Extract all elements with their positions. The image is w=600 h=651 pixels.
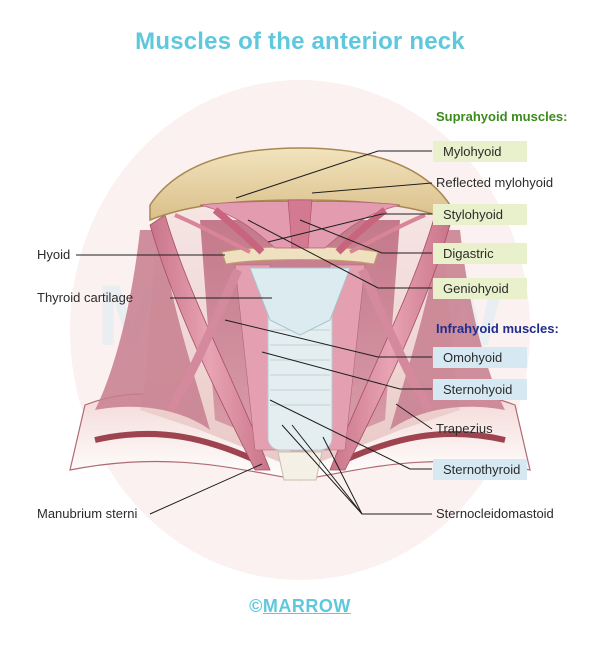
marrow-logo: ©MARROW xyxy=(0,596,600,617)
left-clavicle xyxy=(94,430,257,463)
label-digastric: Digastric xyxy=(433,243,527,264)
label-omohyoid: Omohyoid xyxy=(433,347,527,368)
label-hyoid: Hyoid xyxy=(37,247,71,262)
geniohyoid-muscle xyxy=(287,199,313,249)
copyright-symbol: © xyxy=(249,596,263,616)
label-geniohyoid: Geniohyoid xyxy=(433,278,527,299)
suprahyoid-header: Suprahyoid muscles: xyxy=(436,109,568,124)
label-sternohyoid: Sternohyoid xyxy=(433,379,527,400)
manubrium-sterni-bone xyxy=(277,451,323,481)
label-sternothyroid: Sternothyroid xyxy=(433,459,527,480)
page-title: Muscles of the anterior neck xyxy=(135,28,465,55)
thyroid-cartilage xyxy=(249,267,351,336)
brand-name: MARROW xyxy=(262,596,351,616)
digastric-muscle xyxy=(212,207,265,255)
label-stylohyoid: Stylohyoid xyxy=(433,204,527,225)
label-thyroid-cartilage: Thyroid cartilage xyxy=(37,290,134,305)
omohyoid-muscle xyxy=(166,268,243,413)
leader-lines xyxy=(76,150,433,515)
omohyoid-muscle-right xyxy=(357,268,434,413)
trapezius-muscle xyxy=(95,230,210,430)
infrahyoid-header: Infrahyoid muscles: xyxy=(436,321,559,336)
stylohyoid-muscle xyxy=(174,213,251,254)
label-reflected-mylohyoid: Reflected mylohyoid xyxy=(436,175,554,190)
label-mylohyoid: Mylohyoid xyxy=(433,141,527,162)
right-clavicle xyxy=(343,430,506,463)
label-sternocleidomastoid: Sternocleidomastoid xyxy=(436,506,554,521)
label-manubrium-sterni: Manubrium sterni xyxy=(37,506,138,521)
stylohyoid-muscle-right xyxy=(349,213,426,254)
label-trapezius: Trapezius xyxy=(436,421,493,436)
